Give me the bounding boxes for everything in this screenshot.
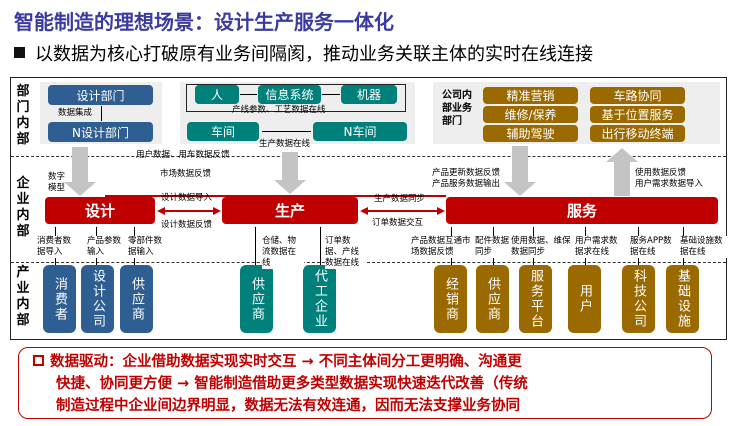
- design-feedback-label: 设计数据反馈: [161, 220, 213, 230]
- production-system-group: [186, 84, 406, 112]
- double-arrow: [262, 131, 311, 132]
- double-arrow: [322, 94, 340, 95]
- divider: [11, 262, 726, 263]
- usage-feedback-label: 使用数据反馈: [635, 168, 687, 178]
- product-update-label: 产品更新数据反馈: [432, 168, 501, 178]
- data-link-label: 零部件数据输入: [128, 236, 170, 258]
- service-dept-item: 辅助驾驶: [483, 125, 578, 142]
- row-label-dept: 部门内部: [16, 84, 30, 147]
- industry-entity: 代工企业: [303, 265, 336, 333]
- bullet-icon: [14, 47, 25, 58]
- note-line: 制造过程中企业间边界明显，数据无法有效连通，因而无法支撑业务协同: [56, 398, 520, 414]
- data-link-label: 用户需求数据求在线: [575, 236, 623, 258]
- note-line: 数据驱动：企业借助数据实现实时交互 → 不同主体间分工更明确、沟通更: [50, 354, 522, 370]
- product-service-label: 产品服务数据输出: [432, 179, 501, 189]
- row-label-industry: 产业内部: [16, 265, 30, 328]
- industry-entity: 服务平台: [519, 265, 552, 333]
- digital-model-label: 数字模型: [48, 172, 66, 193]
- industry-entity: 基础设施: [666, 265, 699, 333]
- line-params-label: 产线参数、工艺数据在线: [232, 105, 326, 115]
- row-label-enterprise: 企业内部: [16, 176, 30, 239]
- industry-entity: 供应商: [120, 265, 153, 333]
- user-feedback-label: 用户数据、用车数据反馈: [136, 150, 230, 160]
- design-stage: 设计: [45, 197, 155, 224]
- data-link-label: 配件数据同步: [475, 236, 517, 258]
- data-integration-label: 数据集成: [58, 108, 93, 118]
- industry-entity: 供应商: [240, 265, 273, 333]
- note-line: 快捷、协同更方便 → 智能制造借助更多类型数据实现快速迭代改善（传统: [56, 376, 528, 392]
- company-dept-label: 公司内部业务部门: [442, 90, 472, 127]
- double-arrow: [101, 106, 102, 121]
- person-box: 人: [195, 85, 239, 104]
- info-system-box: 信息系统: [258, 85, 321, 104]
- design-dept-box: 设计部门: [48, 85, 153, 105]
- industry-entity: 供应商: [476, 265, 509, 333]
- n-design-dept-box: N设计部门: [48, 122, 153, 142]
- order-exchange-label: 订单数据交互: [372, 218, 424, 228]
- key-insight-box: 数据驱动：企业借助数据实现实时交互 → 不同主体间分工更明确、沟通更 快捷、协同…: [18, 347, 712, 419]
- double-arrow: [240, 94, 257, 95]
- service-dept-item: 精准营销: [483, 87, 578, 104]
- data-link-label: 仓储、物流数据在线: [262, 236, 304, 269]
- data-link-label: 订单数据、产线数据在线: [325, 236, 367, 269]
- industry-entity: 用户: [568, 265, 601, 333]
- design-import-label: 设计数据导入: [161, 193, 213, 203]
- data-link-label: 产品参数输入: [87, 236, 129, 258]
- divider: [11, 156, 726, 157]
- subtitle: 以数据为核心打破原有业务间隔阂，推动业务关联主体的实时在线连接: [14, 40, 593, 66]
- service-dept-item: 维修/保养: [483, 106, 578, 123]
- page-title: 智能制造的理想场景：设计生产服务一体化: [14, 10, 394, 34]
- data-link-label: 产品数据互通市场数据反馈: [411, 236, 475, 258]
- prod-sync-label: 生产数据同步: [374, 194, 426, 204]
- data-link-label: 消费者数据导入: [37, 236, 79, 258]
- market-feedback-label: 市场数据反馈: [160, 169, 212, 179]
- data-link-label: 服务APP数据在线: [630, 236, 678, 258]
- gray-arrow-down: [504, 146, 536, 196]
- subtitle-text: 以数据为核心打破原有业务间隔阂，推动业务关联主体的实时在线连接: [35, 44, 593, 65]
- production-data-online-label: 生产数据在线: [259, 139, 311, 149]
- user-demand-label: 用户需求数据导入: [635, 179, 704, 189]
- industry-entity: 设计公司: [81, 265, 114, 333]
- data-link-label: 使用数据、维保数据同步: [511, 236, 575, 258]
- industry-entity: 消费者: [43, 265, 76, 333]
- machine-box: 机器: [341, 85, 397, 104]
- production-stage: 生产: [222, 197, 358, 224]
- industry-entity: 科技公司: [622, 265, 655, 333]
- service-dept-item: 基于位置服务: [590, 106, 685, 123]
- workshop-box: 车间: [187, 122, 259, 141]
- gray-arrow-down: [64, 147, 96, 196]
- service-dept-item: 车路协同: [590, 87, 685, 104]
- diagram-frame: [10, 77, 727, 340]
- service-stage: 服务: [446, 197, 718, 224]
- checkbox-bullet-icon: [33, 355, 44, 366]
- gray-arrow-up: [606, 148, 638, 196]
- n-workshop-box: N车间: [313, 122, 407, 141]
- gray-arrow-down: [274, 152, 306, 194]
- data-link-label: 基础设施数据在线: [680, 236, 728, 258]
- service-dept-item: 出行移动终端: [590, 125, 685, 142]
- data-link-arrow: [255, 227, 256, 265]
- data-link-arrow: [320, 227, 321, 265]
- industry-entity: 经销商: [434, 265, 467, 333]
